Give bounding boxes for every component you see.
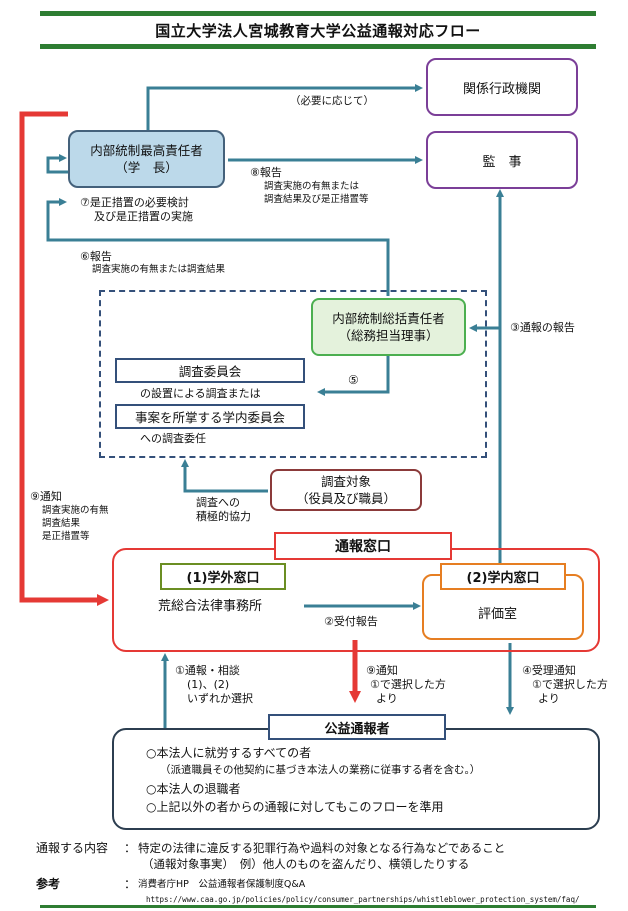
- whistleblower-frame: [112, 728, 600, 830]
- report1-line3: いずれか選択: [187, 692, 253, 705]
- report6-label: ⑥報告: [80, 250, 112, 263]
- investigation-committee-box: 調査委員会: [115, 358, 305, 383]
- chief-officer-box: 内部統制最高責任者 （学 長）: [68, 130, 225, 188]
- content-label: 通報する内容: [36, 841, 109, 855]
- report1-line2: (1)、(2): [187, 678, 230, 691]
- internal-committee-label: 事案を所掌する学内委員会: [134, 410, 285, 425]
- auditor-label: 監 事: [482, 154, 522, 170]
- investigation-committee-label: 調査委員会: [178, 364, 242, 379]
- reporting-window-label: 通報窓口: [335, 539, 391, 555]
- auditor-box: 監 事: [426, 131, 578, 189]
- notice9-left-label: ⑨通知: [30, 490, 62, 503]
- report1-line1: ①通報・相談: [175, 664, 240, 677]
- receipt4-sub1: ①で選択した方: [532, 678, 608, 691]
- red-loop-arrow: [19, 111, 109, 606]
- correction7-line1: ⑦是正措置の必要検討: [80, 196, 189, 209]
- report6-sub: 調査実施の有無または調査結果: [92, 264, 226, 275]
- report8-sub2: 調査結果及び是正措置等: [264, 194, 369, 205]
- investigation-area: [99, 290, 487, 458]
- internal-committee-sub: への調査委任: [140, 432, 206, 445]
- content-line1: 特定の法律に違反する犯罪行為や過料の対象となる行為などであること: [138, 841, 506, 855]
- receipt4-label: ④受理通知: [522, 664, 576, 677]
- notice9-mid-sub1: ①で選択した方: [370, 678, 446, 691]
- cooperation-line2: 積極的協力: [196, 510, 251, 523]
- external-window-label-box: (1)学外窓口: [160, 563, 286, 590]
- page-title: 国立大学法人宮城教育大学公益通報対応フロー: [155, 22, 481, 40]
- notice9-left-sub2: 調査結果: [42, 518, 81, 529]
- investigation-target-box: 調査対象 （役員及び職員）: [270, 469, 422, 511]
- notice9-mid-label: ⑨通知: [366, 664, 398, 677]
- chief-officer-role: （学 長）: [115, 160, 178, 175]
- notice9-left-sub3: 是正措置等: [42, 531, 90, 542]
- as-needed-label: （必要に応じて）: [290, 95, 374, 107]
- bottom-green-bar: [40, 905, 596, 908]
- receipt4-sub2: より: [538, 692, 560, 705]
- internal-window-label-box: (2)学内窓口: [440, 563, 566, 590]
- report8-label: ⑧報告: [250, 166, 282, 179]
- related-agency-box: 関係行政機関: [426, 58, 578, 116]
- notice9-mid-sub2: より: [376, 692, 398, 705]
- notice9-left-sub1: 調査実施の有無: [42, 505, 109, 516]
- whistleblower-item1-note: （派遣職員その他契約に基づき本法人の業務に従事する者を含む。）: [160, 764, 481, 776]
- reference-line1: 消費者庁HP 公益通報者保護制度Q&A: [138, 879, 306, 890]
- general-officer-box: 内部統制総括責任者 （総務担当理事）: [311, 298, 466, 356]
- whistleblower-label: 公益通報者: [324, 721, 390, 737]
- correction7-line2: 及び是正措置の実施: [94, 210, 193, 223]
- content-line2: （通報対象事実） 例）他人のものを盗んだり、横領したりする: [142, 857, 470, 871]
- content-colon: ：: [124, 841, 137, 855]
- report8-sub1: 調査実施の有無または: [264, 181, 360, 192]
- cooperation-line1: 調査への: [196, 496, 240, 509]
- investigation-target-title: 調査対象: [320, 474, 371, 489]
- whistleblower-item3: ○上記以外の者からの通報に対してもこのフローを準用: [146, 800, 444, 814]
- chief-officer-title: 内部統制最高責任者: [90, 143, 203, 158]
- reporting-window-label-box: 通報窓口: [274, 532, 452, 560]
- whistleblower-item1: ○本法人に就労するすべての者: [146, 746, 312, 760]
- whistleblower-label-box: 公益通報者: [268, 714, 446, 740]
- general-officer-role: （総務担当理事）: [338, 328, 439, 343]
- receipt2-label: ②受付報告: [324, 615, 378, 628]
- reference-url[interactable]: https://www.caa.go.jp/policies/policy/co…: [146, 895, 580, 904]
- step5-label: ⑤: [348, 373, 359, 387]
- top-green-bar: [40, 11, 596, 16]
- committee-sub-label: の設置による調査または: [140, 387, 261, 400]
- whistleblower-item2: ○本法人の退職者: [146, 782, 241, 796]
- title-green-bar: [40, 44, 596, 49]
- investigation-target-role: （役員及び職員）: [295, 491, 396, 506]
- external-window-name: 荒総合法律事務所: [158, 599, 263, 614]
- general-officer-title: 内部統制総括責任者: [332, 311, 445, 326]
- related-agency-label: 関係行政機関: [462, 81, 541, 97]
- internal-committee-box: 事案を所掌する学内委員会: [115, 404, 305, 429]
- internal-window-name: 評価室: [478, 607, 518, 622]
- external-window-label: (1)学外窓口: [186, 571, 260, 586]
- reference-label: 参考: [36, 877, 61, 891]
- reference-colon: ：: [124, 877, 137, 891]
- internal-window-label: (2)学内窓口: [466, 571, 540, 586]
- report3-label: ③通報の報告: [510, 321, 575, 334]
